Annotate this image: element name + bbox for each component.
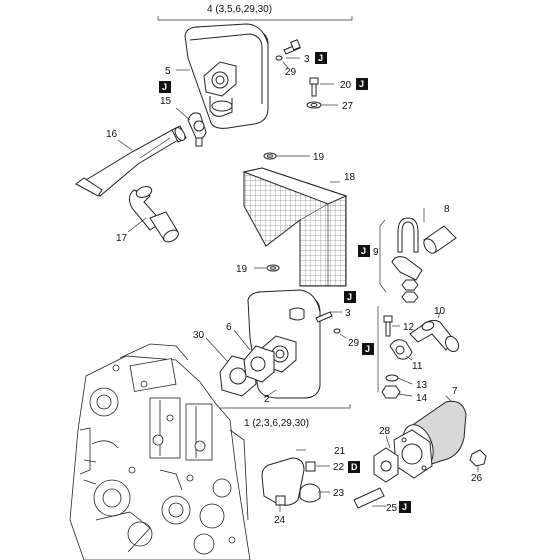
- badge-j-top-3: J: [315, 52, 327, 64]
- group-label-bottom: 1 (2,3,6,29,30): [244, 418, 309, 429]
- bolt-12: [383, 315, 393, 337]
- manifold-cover-21: [261, 457, 305, 506]
- bolt-24: [275, 495, 286, 506]
- screw-3-top: [283, 39, 301, 55]
- tailpipe-16: [75, 125, 187, 197]
- callout-18: 18: [344, 172, 356, 183]
- svg-text:J: J: [361, 246, 366, 256]
- engine-block: [69, 343, 251, 560]
- callout-8: 8: [444, 204, 450, 215]
- bracket-group-9: [379, 219, 387, 293]
- group-bracket-top: 4 (3,5,6,29,30): [157, 4, 353, 21]
- bolt-22: [305, 461, 316, 472]
- washer-29-top: [275, 55, 283, 61]
- svg-text:J: J: [347, 292, 352, 302]
- badge-j-29-lower: J: [362, 343, 374, 355]
- badge-j-5: J: [159, 81, 171, 93]
- strap-9: [391, 256, 423, 281]
- callout-20: 20: [340, 80, 352, 91]
- callout-9: 9: [373, 247, 379, 258]
- washer-13: [385, 374, 399, 382]
- upper-muffler-body: [184, 23, 269, 129]
- callout-29-top: 29: [285, 67, 297, 78]
- callout-14: 14: [416, 393, 428, 404]
- callout-10: 10: [434, 306, 446, 317]
- gasket-28: [373, 447, 399, 483]
- stud-25: [353, 487, 385, 509]
- svg-text:D: D: [351, 462, 358, 472]
- nut-26: [469, 449, 487, 467]
- washer-19-lower: [266, 264, 280, 272]
- callout-11: 11: [412, 361, 423, 372]
- callout-26: 26: [471, 473, 483, 484]
- nut-14: [381, 385, 401, 399]
- clamp-15: [187, 112, 207, 147]
- callout-28: 28: [379, 426, 391, 437]
- callout-19-upper: 19: [313, 152, 325, 163]
- callout-6: 6: [226, 322, 232, 333]
- bolt-20: [309, 77, 319, 97]
- clamp-sleeve-8: [423, 225, 457, 254]
- svg-text:J: J: [318, 53, 323, 63]
- badge-d-22: D: [348, 461, 360, 473]
- washer-29-lower: [333, 328, 341, 334]
- washer-19-upper: [263, 152, 277, 160]
- callout-29-lower: 29: [348, 338, 360, 349]
- elbow-pipe-10: [409, 319, 460, 353]
- callout-16: 16: [106, 129, 118, 140]
- svg-text:J: J: [365, 344, 370, 354]
- callout-17: 17: [116, 233, 128, 244]
- callout-21: 21: [334, 446, 346, 457]
- leader-lines: [117, 57, 479, 512]
- nuts-9: [401, 279, 419, 303]
- flange-28: [393, 429, 433, 479]
- callout-12: 12: [403, 322, 415, 333]
- callouts: 3 29 20 27 5 15 16 17 19 18 8 9 19 3 29 …: [106, 54, 483, 526]
- callout-25: 25: [386, 503, 398, 514]
- callout-2: 2: [264, 394, 270, 405]
- callout-3-top: 3: [304, 54, 310, 65]
- washer-27: [306, 101, 322, 109]
- callout-3-lower: 3: [345, 308, 351, 319]
- lower-muffler-body: [247, 289, 321, 399]
- u-bolt-8: [397, 217, 419, 253]
- badge-j-9: J: [358, 245, 370, 257]
- badge-j-20: J: [356, 78, 368, 90]
- clamp-11: [389, 339, 413, 360]
- svg-text:J: J: [162, 82, 167, 92]
- elbow-pipe-17: [128, 186, 179, 243]
- screw-3-lower: [315, 311, 333, 323]
- callout-23: 23: [333, 488, 345, 499]
- callout-13: 13: [416, 380, 428, 391]
- badge-j-25: J: [399, 501, 411, 513]
- svg-text:J: J: [359, 79, 364, 89]
- callout-22: 22: [333, 462, 345, 473]
- callout-15: 15: [160, 96, 172, 107]
- gasket-6: [243, 345, 275, 383]
- callout-30: 30: [193, 330, 205, 341]
- callout-7: 7: [452, 386, 458, 397]
- callout-19-lower: 19: [236, 264, 248, 275]
- heat-shield-18: [242, 167, 348, 287]
- callout-27: 27: [342, 101, 354, 112]
- callout-5: 5: [165, 66, 171, 77]
- plug-23: [299, 483, 321, 503]
- group-label-top: 4 (3,5,6,29,30): [207, 4, 272, 15]
- badge-j-3-lower: J: [344, 291, 356, 303]
- svg-text:J: J: [402, 502, 407, 512]
- callout-24: 24: [274, 515, 286, 526]
